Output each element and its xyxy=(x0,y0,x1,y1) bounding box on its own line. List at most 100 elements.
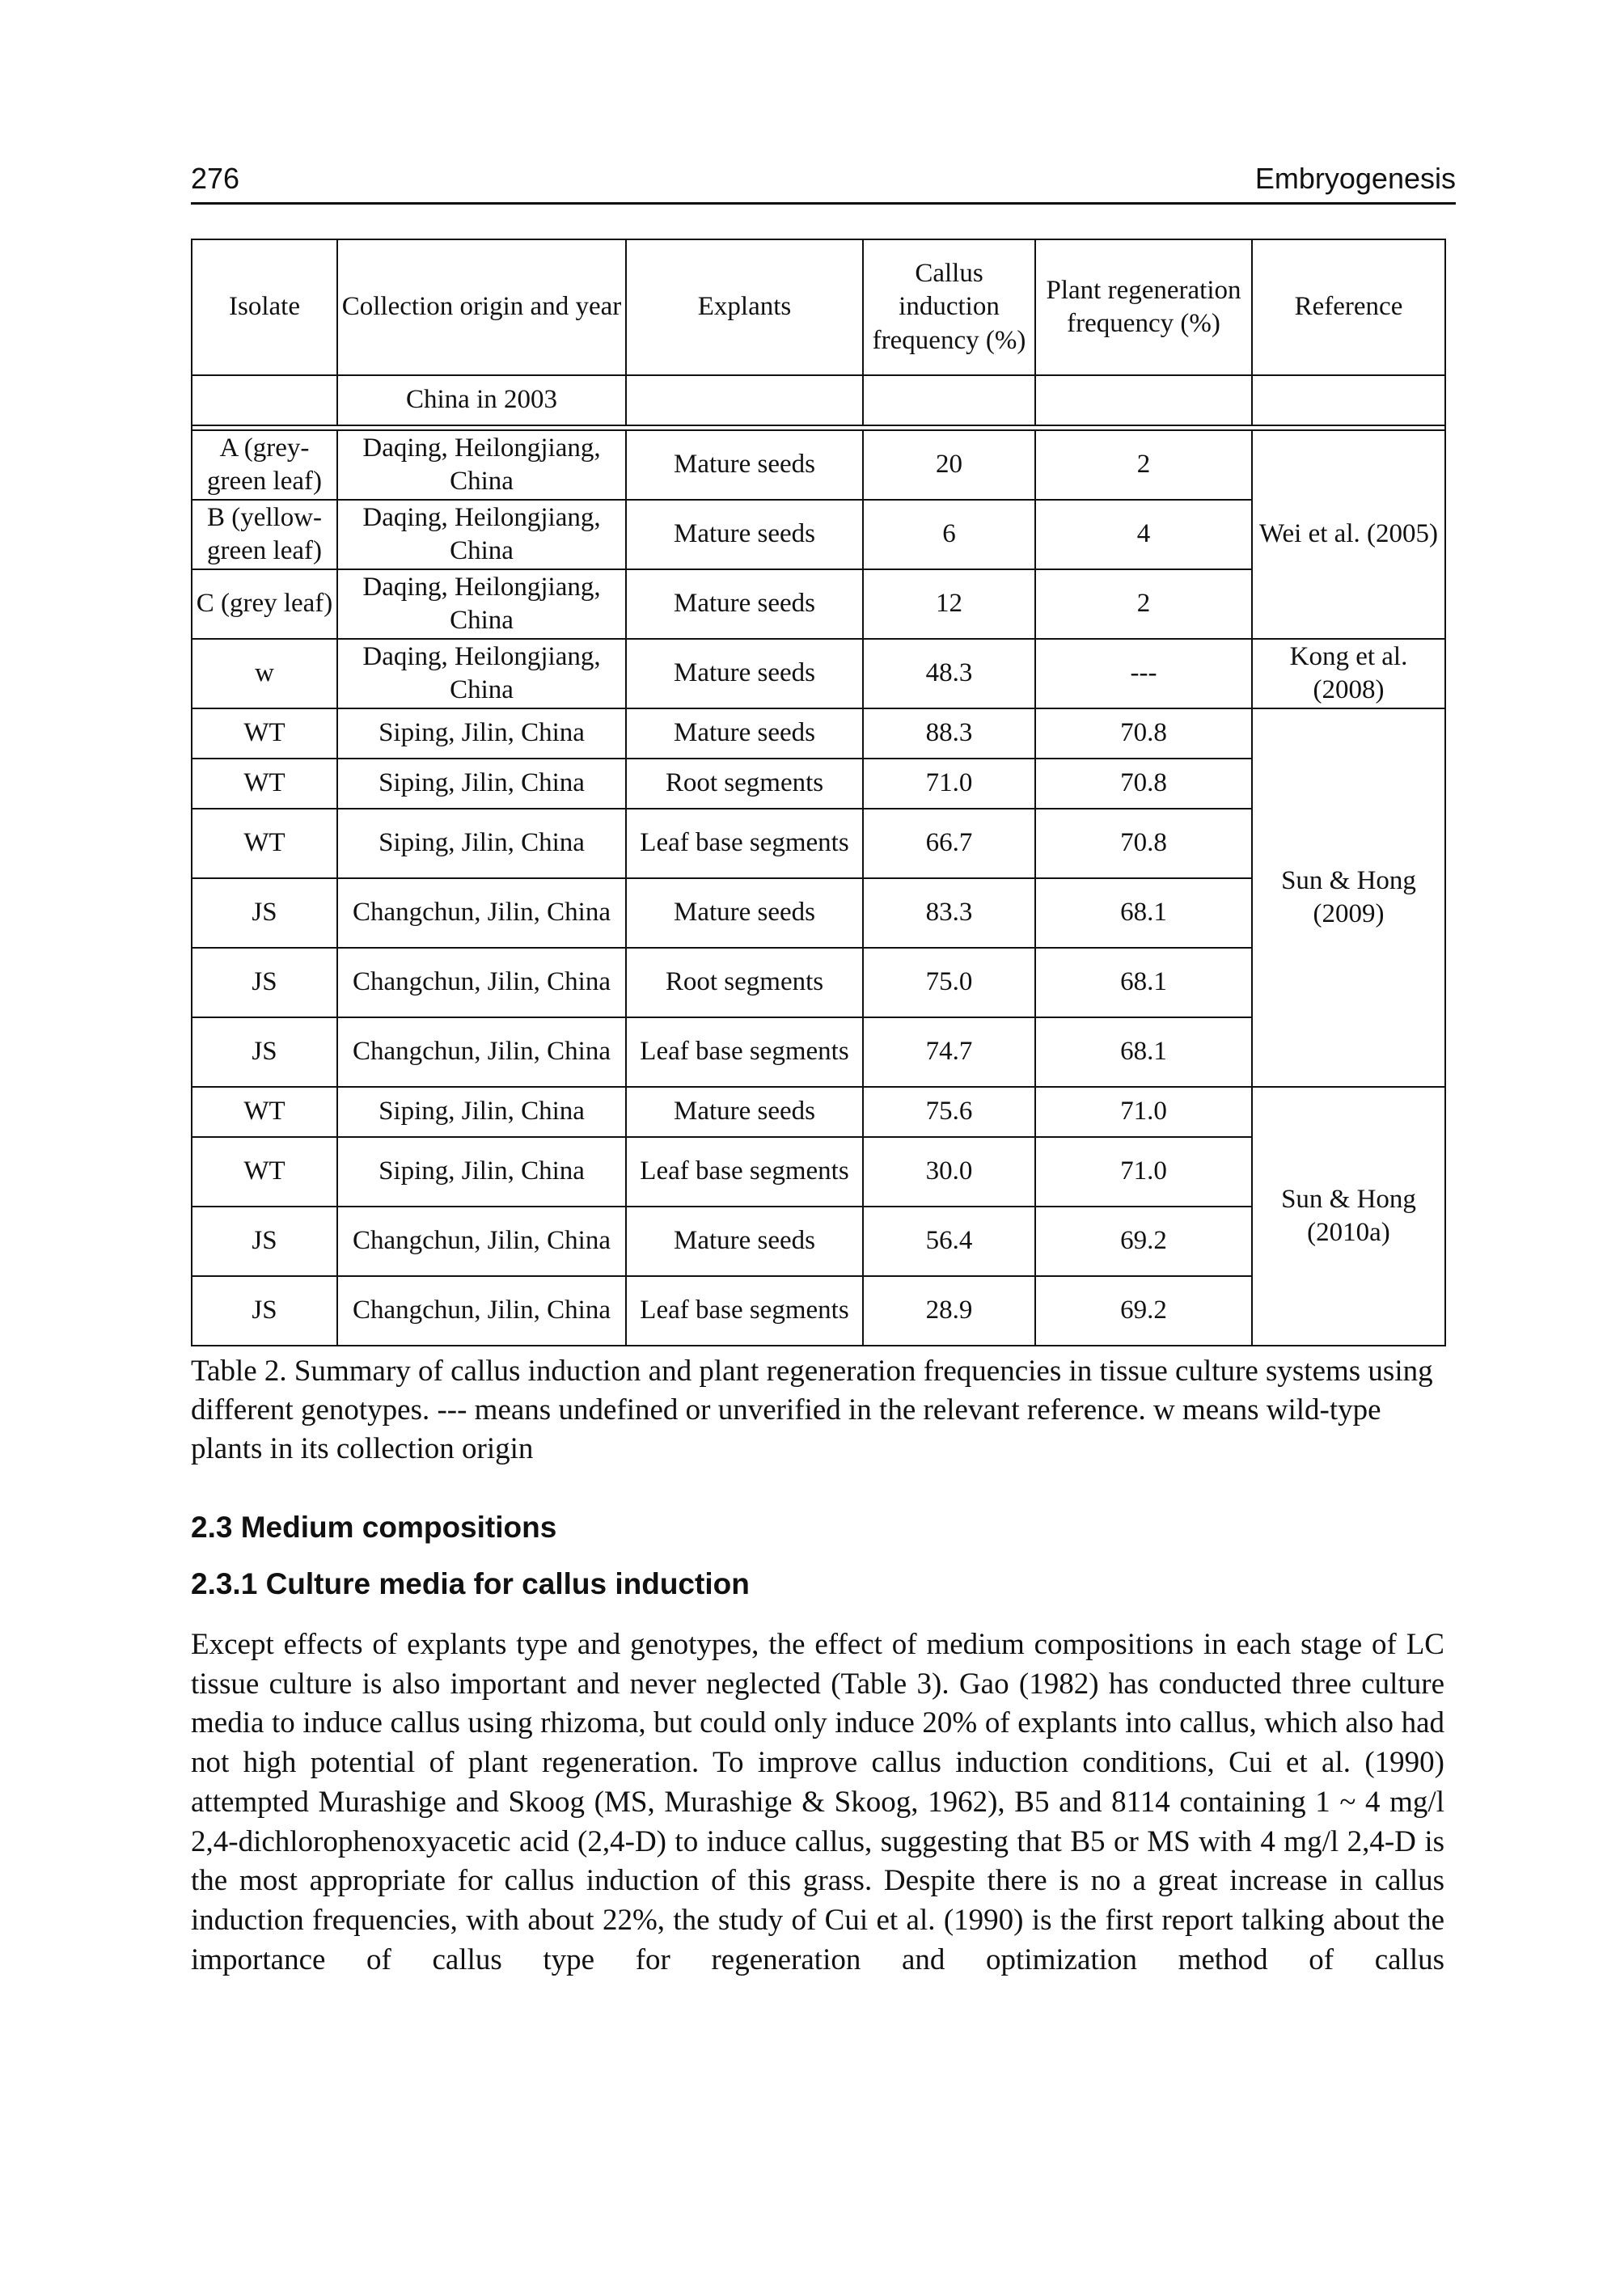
table-row: WT Siping, Jilin, China Mature seeds 88.… xyxy=(191,708,1446,1088)
table-cell xyxy=(625,374,864,426)
regen-cell: 71.0 xyxy=(1034,1086,1253,1138)
isolate-cell: WT xyxy=(191,758,338,809)
table-row: JS Changchun, Jilin, China Mature seeds … xyxy=(191,1206,1445,1277)
subsection-heading: 2.3.1 Culture media for callus induction xyxy=(191,1567,750,1600)
regen-cell: 70.8 xyxy=(1034,758,1253,809)
section-heading: 2.3 Medium compositions xyxy=(191,1511,557,1544)
explants-cell: Leaf base segments xyxy=(625,808,864,879)
body-paragraph: Except effects of explants type and geno… xyxy=(191,1628,1444,1976)
reference-cell: Kong et al. (2008) xyxy=(1251,638,1446,709)
origin-cell: Daqing, Heilongjiang, China xyxy=(336,429,627,501)
isolate-cell: WT xyxy=(191,1136,338,1207)
callus-cell: 12 xyxy=(862,569,1036,640)
table-row: WT Siping, Jilin, China Leaf base segmen… xyxy=(191,808,1445,879)
explants-cell: Mature seeds xyxy=(625,429,864,501)
spacer-cell xyxy=(191,425,1446,431)
table-cell xyxy=(191,374,338,426)
origin-cell: Siping, Jilin, China xyxy=(336,758,627,809)
regen-cell: 2 xyxy=(1034,569,1253,640)
isolate-cell: JS xyxy=(191,1206,338,1277)
results-table: Isolate Collection origin and year Expla… xyxy=(191,239,1446,1346)
origin-cell: Changchun, Jilin, China xyxy=(336,1275,627,1346)
table-caption: Table 2. Summary of callus induction and… xyxy=(191,1355,1433,1465)
callus-cell: 28.9 xyxy=(862,1275,1036,1346)
regen-cell: 69.2 xyxy=(1034,1275,1253,1346)
explants-cell: Mature seeds xyxy=(625,708,864,759)
explants-cell: Mature seeds xyxy=(625,569,864,640)
reference-cell: Sun & Hong (2009) xyxy=(1251,708,1446,1088)
header-callus-frequency: Callus induction frequency (%) xyxy=(862,239,1036,376)
reference-cell: Wei et al. (2005) xyxy=(1251,429,1446,640)
table-row: WT Siping, Jilin, China Leaf base segmen… xyxy=(191,1136,1445,1207)
origin-cell: Daqing, Heilongjiang, China xyxy=(336,638,627,709)
regen-cell: --- xyxy=(1034,638,1253,709)
regen-cell: 68.1 xyxy=(1034,877,1253,949)
page-number: 276 xyxy=(191,162,240,195)
origin-cell: Daqing, Heilongjiang, China xyxy=(336,499,627,570)
table-cell xyxy=(1251,374,1446,426)
isolate-cell: JS xyxy=(191,1017,338,1088)
callus-cell: 74.7 xyxy=(862,1017,1036,1088)
table-row: JS Changchun, Jilin, China Leaf base seg… xyxy=(191,1017,1445,1088)
table-row: w Daqing, Heilongjiang, China Mature see… xyxy=(191,638,1446,709)
header-reference: Reference xyxy=(1251,239,1446,376)
regen-cell: 69.2 xyxy=(1034,1206,1253,1277)
isolate-cell: JS xyxy=(191,1275,338,1346)
isolate-cell: B (yellow-green leaf) xyxy=(191,499,338,570)
page-header: 276 Embryogenesis xyxy=(191,162,1456,205)
table-row: China in 2003 xyxy=(191,374,1446,426)
running-title: Embryogenesis xyxy=(1254,162,1456,195)
callus-cell: 88.3 xyxy=(862,708,1036,759)
origin-year-cell: China in 2003 xyxy=(336,374,627,426)
regen-cell: 70.8 xyxy=(1034,708,1253,759)
isolate-cell: WT xyxy=(191,708,338,759)
table-row: C (grey leaf) Daqing, Heilongjiang, Chin… xyxy=(191,569,1445,640)
explants-cell: Leaf base segments xyxy=(625,1136,864,1207)
reference-cell: Sun & Hong (2010a) xyxy=(1251,1086,1446,1346)
isolate-cell: w xyxy=(191,638,338,709)
table-row: JS Changchun, Jilin, China Mature seeds … xyxy=(191,877,1445,949)
table-row: WT Siping, Jilin, China Root segments 71… xyxy=(191,758,1445,809)
origin-cell: Siping, Jilin, China xyxy=(336,708,627,759)
isolate-cell: WT xyxy=(191,1086,338,1138)
header-isolate: Isolate xyxy=(191,239,338,376)
origin-cell: Siping, Jilin, China xyxy=(336,1086,627,1138)
origin-cell: Changchun, Jilin, China xyxy=(336,947,627,1018)
regen-cell: 71.0 xyxy=(1034,1136,1253,1207)
explants-cell: Root segments xyxy=(625,758,864,809)
callus-cell: 66.7 xyxy=(862,808,1036,879)
callus-cell: 20 xyxy=(862,429,1036,501)
regen-cell: 68.1 xyxy=(1034,1017,1253,1088)
explants-cell: Leaf base segments xyxy=(625,1017,864,1088)
header-explants: Explants xyxy=(625,239,864,376)
table-row: A (grey-green leaf) Daqing, Heilongjiang… xyxy=(191,429,1446,640)
explants-cell: Mature seeds xyxy=(625,1206,864,1277)
origin-cell: Daqing, Heilongjiang, China xyxy=(336,569,627,640)
table-row: JS Changchun, Jilin, China Root segments… xyxy=(191,947,1445,1018)
origin-cell: Changchun, Jilin, China xyxy=(336,877,627,949)
table-row: WT Siping, Jilin, China Mature seeds 75.… xyxy=(191,1086,1446,1346)
callus-cell: 48.3 xyxy=(862,638,1036,709)
callus-cell: 6 xyxy=(862,499,1036,570)
origin-cell: Changchun, Jilin, China xyxy=(336,1017,627,1088)
callus-cell: 75.0 xyxy=(862,947,1036,1018)
table-cell xyxy=(1034,374,1253,426)
header-regeneration-frequency: Plant regeneration frequency (%) xyxy=(1034,239,1253,376)
table-cell xyxy=(862,374,1036,426)
explants-cell: Mature seeds xyxy=(625,877,864,949)
isolate-cell: JS xyxy=(191,877,338,949)
regen-cell: 68.1 xyxy=(1034,947,1253,1018)
explants-cell: Leaf base segments xyxy=(625,1275,864,1346)
explants-cell: Mature seeds xyxy=(625,638,864,709)
explants-cell: Mature seeds xyxy=(625,499,864,570)
regen-cell: 4 xyxy=(1034,499,1253,570)
regen-cell: 70.8 xyxy=(1034,808,1253,879)
header-origin: Collection origin and year xyxy=(336,239,627,376)
callus-cell: 71.0 xyxy=(862,758,1036,809)
callus-cell: 75.6 xyxy=(862,1086,1036,1138)
isolate-cell: C (grey leaf) xyxy=(191,569,338,640)
isolate-cell: JS xyxy=(191,947,338,1018)
callus-cell: 83.3 xyxy=(862,877,1036,949)
table-row: JS Changchun, Jilin, China Leaf base seg… xyxy=(191,1275,1445,1346)
explants-cell: Mature seeds xyxy=(625,1086,864,1138)
